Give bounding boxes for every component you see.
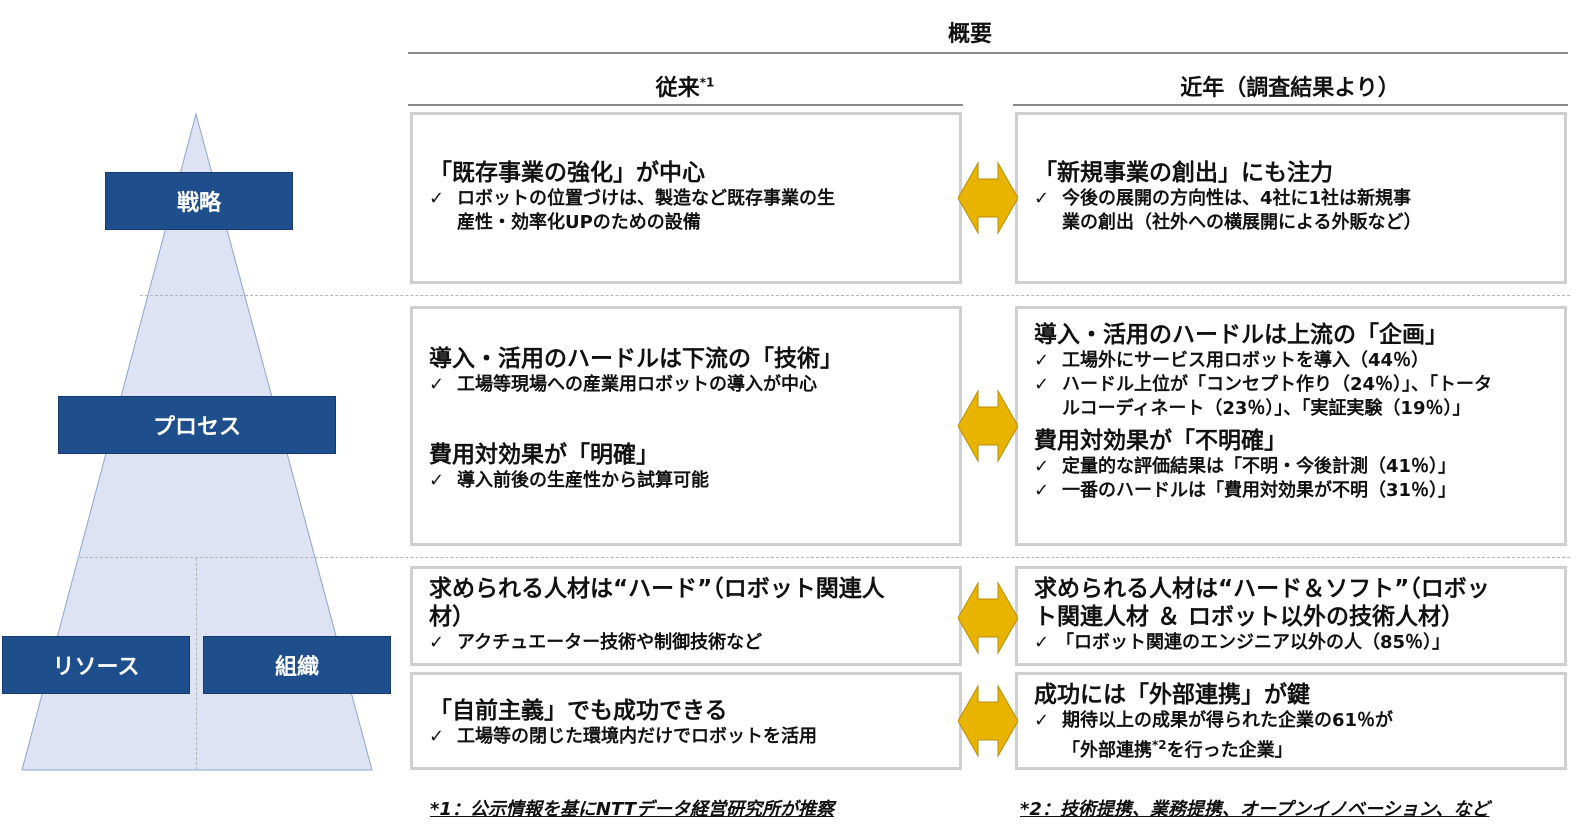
overview-title: 概要 bbox=[947, 22, 992, 47]
strategy-conventional-box: 「既存事業の強化」が中心 ✓ロボットの位置づけは、製造など既存事業の生 産性・効… bbox=[410, 112, 962, 284]
check-icon: ✓ bbox=[1034, 188, 1050, 209]
footnote-ref-2: *2 bbox=[1152, 738, 1167, 752]
left-col-rule bbox=[408, 104, 963, 106]
label-strategy: 戦略 bbox=[105, 172, 293, 230]
list-item: ✓今後の展開の方向性は、4社に1社は新規事 bbox=[1034, 188, 1412, 209]
list-item: ✓ハードル上位が「コンセプト作り（24％）」、「トータ bbox=[1034, 374, 1493, 395]
footnote-ref-1: *1 bbox=[699, 75, 715, 90]
process-recent-title-2: 費用対効果が「不明確」 bbox=[1034, 428, 1287, 454]
check-icon: ✓ bbox=[1034, 456, 1050, 477]
label-process: プロセス bbox=[58, 396, 336, 454]
double-arrow-icon bbox=[958, 684, 1018, 758]
list-item: ✓工場等現場への産業用ロボットの導入が中心 bbox=[429, 374, 817, 395]
check-icon: ✓ bbox=[429, 632, 445, 653]
process-conventional-title-2: 費用対効果が「明確」 bbox=[429, 442, 659, 468]
list-item: ✓工場外にサービス用ロボットを導入（44％） bbox=[1034, 350, 1430, 371]
list-item: ✓「ロボット関連のエンジニア以外の人（85％）」 bbox=[1034, 632, 1451, 653]
header-rule bbox=[408, 52, 1568, 54]
resource-recent-box: 求められる人材は“ハード＆ソフト”（ロボッ ト関連人材 ＆ ロボット以外の技術人… bbox=[1015, 566, 1567, 666]
resource-conventional-box: 求められる人材は“ハード”（ロボット関連人 材） ✓アクチュエーター技術や制御技… bbox=[410, 566, 962, 666]
organization-recent-box: 成功には「外部連携」が鍵 ✓期待以上の成果が得られた企業の61％が 「外部連携*… bbox=[1015, 672, 1567, 770]
process-conventional-box: 導入・活用のハードルは下流の「技術」 ✓工場等現場への産業用ロボットの導入が中心… bbox=[410, 306, 962, 546]
list-item: 「外部連携*2を行った企業」 bbox=[1062, 738, 1293, 761]
check-icon: ✓ bbox=[429, 374, 445, 395]
organization-conventional-box: 「自前主義」でも成功できる ✓工場等の閉じた環境内だけでロボットを活用 bbox=[410, 672, 962, 770]
strategy-conventional-title: 「既存事業の強化」が中心 bbox=[429, 160, 705, 186]
check-icon: ✓ bbox=[429, 470, 445, 491]
check-icon: ✓ bbox=[1034, 632, 1050, 653]
check-icon: ✓ bbox=[429, 188, 445, 209]
organization-conventional-title: 「自前主義」でも成功できる bbox=[429, 698, 728, 724]
process-conventional-title-1: 導入・活用のハードルは下流の「技術」 bbox=[429, 346, 843, 372]
process-recent-title-1: 導入・活用のハードルは上流の「企画」 bbox=[1034, 322, 1448, 348]
column-header-recent: 近年（調査結果より） bbox=[1180, 76, 1400, 101]
strategy-recent-box: 「新規事業の創出」にも注力 ✓今後の展開の方向性は、4社に1社は新規事 業の創出… bbox=[1015, 112, 1567, 284]
list-item: ルコーディネート（23％）」、「実証実験（19％）」 bbox=[1062, 398, 1471, 419]
list-item: 業の創出（社外への横展開による外販など） bbox=[1062, 212, 1422, 233]
double-arrow-icon bbox=[958, 389, 1018, 463]
resource-recent-title-a: 求められる人材は“ハード＆ソフト”（ロボッ bbox=[1034, 576, 1490, 602]
column-header-conventional-text: 従来 bbox=[655, 76, 700, 101]
list-item: 産性・効率化UPのための設備 bbox=[457, 212, 701, 233]
list-item: ✓工場等の閉じた環境内だけでロボットを活用 bbox=[429, 726, 817, 747]
check-icon: ✓ bbox=[1034, 480, 1050, 501]
list-item: ✓一番のハードルは「費用対効果が不明（31％）」 bbox=[1034, 480, 1457, 501]
row-separator-1 bbox=[140, 295, 1570, 296]
pyramid-split-line bbox=[196, 558, 197, 770]
column-header-conventional: 従来*1 bbox=[410, 70, 960, 102]
row-separator-2 bbox=[80, 557, 1570, 558]
process-recent-box: 導入・活用のハードルは上流の「企画」 ✓工場外にサービス用ロボットを導入（44％… bbox=[1015, 306, 1567, 546]
check-icon: ✓ bbox=[1034, 710, 1050, 731]
resource-conventional-title-a: 求められる人材は“ハード”（ロボット関連人 bbox=[429, 576, 885, 602]
list-item: ✓ロボットの位置づけは、製造など既存事業の生 bbox=[429, 188, 835, 209]
list-item: ✓導入前後の生産性から試算可能 bbox=[429, 470, 709, 491]
label-organization: 組織 bbox=[203, 636, 391, 694]
resource-conventional-title-b: 材） bbox=[429, 604, 475, 630]
strategy-recent-title: 「新規事業の創出」にも注力 bbox=[1034, 160, 1333, 186]
right-col-rule bbox=[1013, 104, 1568, 106]
list-item: ✓期待以上の成果が得られた企業の61％が bbox=[1034, 710, 1394, 731]
check-icon: ✓ bbox=[1034, 350, 1050, 371]
footnote-1: *1：公示情報を基にNTTデータ経営研究所が推察 bbox=[430, 799, 834, 820]
label-resource: リソース bbox=[2, 636, 190, 694]
list-item: ✓アクチュエーター技術や制御技術など bbox=[429, 632, 763, 653]
check-icon: ✓ bbox=[429, 726, 445, 747]
double-arrow-icon bbox=[958, 581, 1018, 655]
organization-recent-title: 成功には「外部連携」が鍵 bbox=[1034, 682, 1310, 708]
check-icon: ✓ bbox=[1034, 374, 1050, 395]
double-arrow-icon bbox=[958, 161, 1018, 235]
resource-recent-title-b: ト関連人材 ＆ ロボット以外の技術人材） bbox=[1034, 604, 1465, 630]
list-item: ✓定量的な評価結果は「不明・今後計測（41％）」 bbox=[1034, 456, 1457, 477]
footnote-2: *2：技術提携、業務提携、オープンイノベーション、など bbox=[1020, 799, 1490, 820]
